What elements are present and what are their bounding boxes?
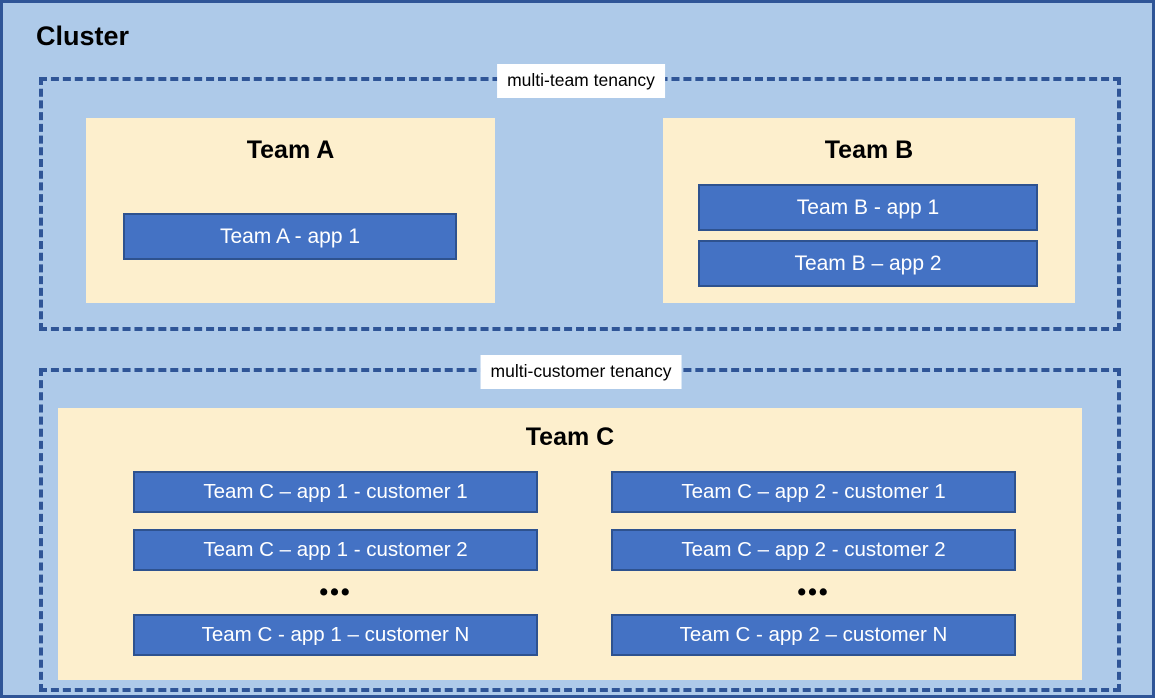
page-title: Cluster <box>36 21 130 51</box>
ellipsis-team-c-app-1: ••• <box>319 578 352 606</box>
app-box-team-c-app-1-customer-1[interactable]: Team C – app 1 - customer 1 <box>133 471 538 513</box>
app-box-team-c-app-2-customer-n[interactable]: Team C - app 2 – customer N <box>611 614 1016 656</box>
app-box-team-c-app-1-customer-2[interactable]: Team C – app 1 - customer 2 <box>133 529 538 571</box>
app-box-team-b-app-2[interactable]: Team B – app 2 <box>698 240 1038 287</box>
team-heading-team-c: Team C <box>525 423 615 451</box>
team-box-team-a: Team A Team A - app 1 <box>86 118 495 303</box>
team-heading-team-b: Team B <box>824 136 914 164</box>
tenancy-group-multi-customer: multi-customer tenancy <box>39 355 1121 692</box>
app-box-team-c-app-2-customer-1[interactable]: Team C – app 2 - customer 1 <box>611 471 1016 513</box>
tenancy-label-multi-team: multi-team tenancy <box>497 64 665 98</box>
tenancy-group-multi-team: multi-team tenancy <box>39 64 1121 331</box>
ellipsis-team-c-app-2: ••• <box>797 578 830 606</box>
team-heading-team-a: Team A <box>246 136 335 164</box>
tenancy-label-multi-customer: multi-customer tenancy <box>480 355 682 389</box>
app-box-team-c-app-2-customer-2[interactable]: Team C – app 2 - customer 2 <box>611 529 1016 571</box>
app-box-team-a-app-1[interactable]: Team A - app 1 <box>123 213 457 260</box>
team-box-team-c: Team C Team C – app 1 - customer 1 Team … <box>58 408 1082 680</box>
app-box-team-c-app-1-customer-n[interactable]: Team C - app 1 – customer N <box>133 614 538 656</box>
app-box-team-b-app-1[interactable]: Team B - app 1 <box>698 184 1038 231</box>
team-box-team-b: Team B Team B - app 1 Team B – app 2 <box>663 118 1075 303</box>
